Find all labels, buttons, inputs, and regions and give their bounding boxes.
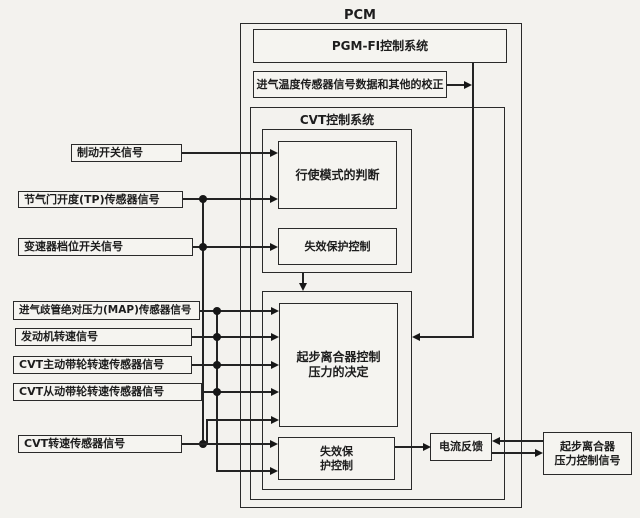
- arrowhead: [464, 80, 472, 89]
- output-signal-label-1: 起步离合器: [560, 439, 615, 453]
- arrowhead: [270, 439, 278, 448]
- input-gear-position: 变速器档位开关信号: [18, 238, 193, 256]
- arrowhead: [412, 332, 420, 341]
- input-label: 发动机转速信号: [21, 330, 98, 344]
- input-map-sensor: 进气歧管绝对压力(MAP)传感器信号: [13, 301, 200, 320]
- wire-pgmfi-into-clutch: [420, 336, 474, 338]
- wire-feedback-to-output: [492, 452, 536, 454]
- arrowhead: [271, 306, 279, 315]
- failsafe-upper-box: 失效保护控制: [278, 228, 397, 265]
- junction-dot: [199, 243, 207, 251]
- wire-correction: [447, 84, 464, 86]
- pcm-title: PCM: [343, 8, 376, 23]
- wire-mode-to-clutch: [302, 273, 304, 285]
- arrowhead: [492, 436, 500, 445]
- drive-mode-label: 行使模式的判断: [295, 167, 380, 182]
- output-signal-label-2: 压力控制信号: [554, 453, 621, 467]
- bus-left: [202, 199, 204, 445]
- clutch-control-label-2: 压力的决定: [308, 365, 369, 379]
- failsafe-upper-label: 失效保护控制: [304, 239, 371, 253]
- input-label: 进气歧管绝对压力(MAP)传感器信号: [19, 303, 192, 316]
- arrowhead: [270, 466, 278, 475]
- clutch-control-box: 起步离合器控制 压力的决定: [279, 303, 398, 427]
- arrowhead: [423, 442, 431, 451]
- pcm-frame: [240, 23, 522, 508]
- wire-branch: [206, 419, 271, 421]
- junction-dot: [199, 195, 207, 203]
- arrowhead: [298, 283, 307, 291]
- junction-dot: [213, 361, 221, 369]
- arrowhead: [270, 148, 278, 157]
- wire-branch-up: [206, 419, 208, 445]
- pgmfi-box: PGM-FI控制系统: [253, 29, 507, 63]
- input-engine-speed: 发动机转速信号: [15, 328, 192, 346]
- wire-failsafe-to-feedback: [395, 446, 423, 448]
- input-cvt-speed: CVT转速传感器信号: [18, 435, 182, 453]
- mode-group-frame: [262, 129, 412, 273]
- wire-drive-pulley: [192, 364, 272, 366]
- clutch-control-label-1: 起步离合器控制: [296, 350, 381, 364]
- junction-dot: [213, 307, 221, 315]
- arrowhead: [271, 360, 279, 369]
- wire-output-return: [500, 440, 543, 442]
- input-label: 变速器档位开关信号: [24, 240, 123, 254]
- junction-dot: [213, 388, 221, 396]
- output-signal-box: 起步离合器 压力控制信号: [543, 432, 632, 475]
- wire-brake: [182, 152, 271, 154]
- failsafe-lower-label-1: 失效保: [320, 444, 353, 458]
- input-tp-sensor: 节气门开度(TP)传感器信号: [18, 191, 183, 208]
- input-cvt-driven-pulley: CVT从动带轮转速传感器信号: [13, 383, 202, 401]
- wire-engine: [192, 336, 272, 338]
- arrowhead: [271, 415, 279, 424]
- arrowhead: [271, 332, 279, 341]
- wire-tp: [183, 198, 271, 200]
- failsafe-lower-box: 失效保 护控制: [278, 437, 395, 480]
- correction-label: 进气温度传感器信号数据和其他的校正: [256, 77, 444, 91]
- cvt-system-label: CVT控制系统: [299, 113, 375, 127]
- current-feedback-label: 电流反馈: [439, 440, 483, 454]
- wire-gear: [193, 246, 271, 248]
- correction-box: 进气温度传感器信号数据和其他的校正: [253, 71, 447, 98]
- wire-bus-to-failsafe: [216, 470, 270, 472]
- arrowhead: [270, 242, 278, 251]
- current-feedback-box: 电流反馈: [430, 433, 492, 461]
- arrowhead: [535, 448, 543, 457]
- arrowhead: [270, 194, 278, 203]
- drive-mode-box: 行使模式的判断: [278, 141, 397, 209]
- input-label: CVT转速传感器信号: [24, 437, 126, 451]
- pgmfi-label: PGM-FI控制系统: [331, 38, 429, 53]
- input-label: 制动开关信号: [77, 146, 143, 160]
- failsafe-lower-label-2: 护控制: [320, 458, 353, 472]
- arrowhead: [271, 387, 279, 396]
- input-label: CVT从动带轮转速传感器信号: [19, 385, 165, 399]
- wire-pgmfi-down: [472, 63, 474, 338]
- cvt-frame: [250, 107, 505, 500]
- input-cvt-drive-pulley: CVT主动带轮转速传感器信号: [13, 356, 192, 374]
- wire-map: [200, 310, 272, 312]
- input-brake-switch: 制动开关信号: [71, 144, 182, 162]
- clutch-group-frame: [262, 291, 412, 490]
- junction-dot: [213, 333, 221, 341]
- wire-cvt-speed: [182, 443, 270, 445]
- input-label: 节气门开度(TP)传感器信号: [24, 192, 160, 206]
- input-label: CVT主动带轮转速传感器信号: [19, 358, 165, 372]
- wire-driven-pulley: [202, 391, 272, 393]
